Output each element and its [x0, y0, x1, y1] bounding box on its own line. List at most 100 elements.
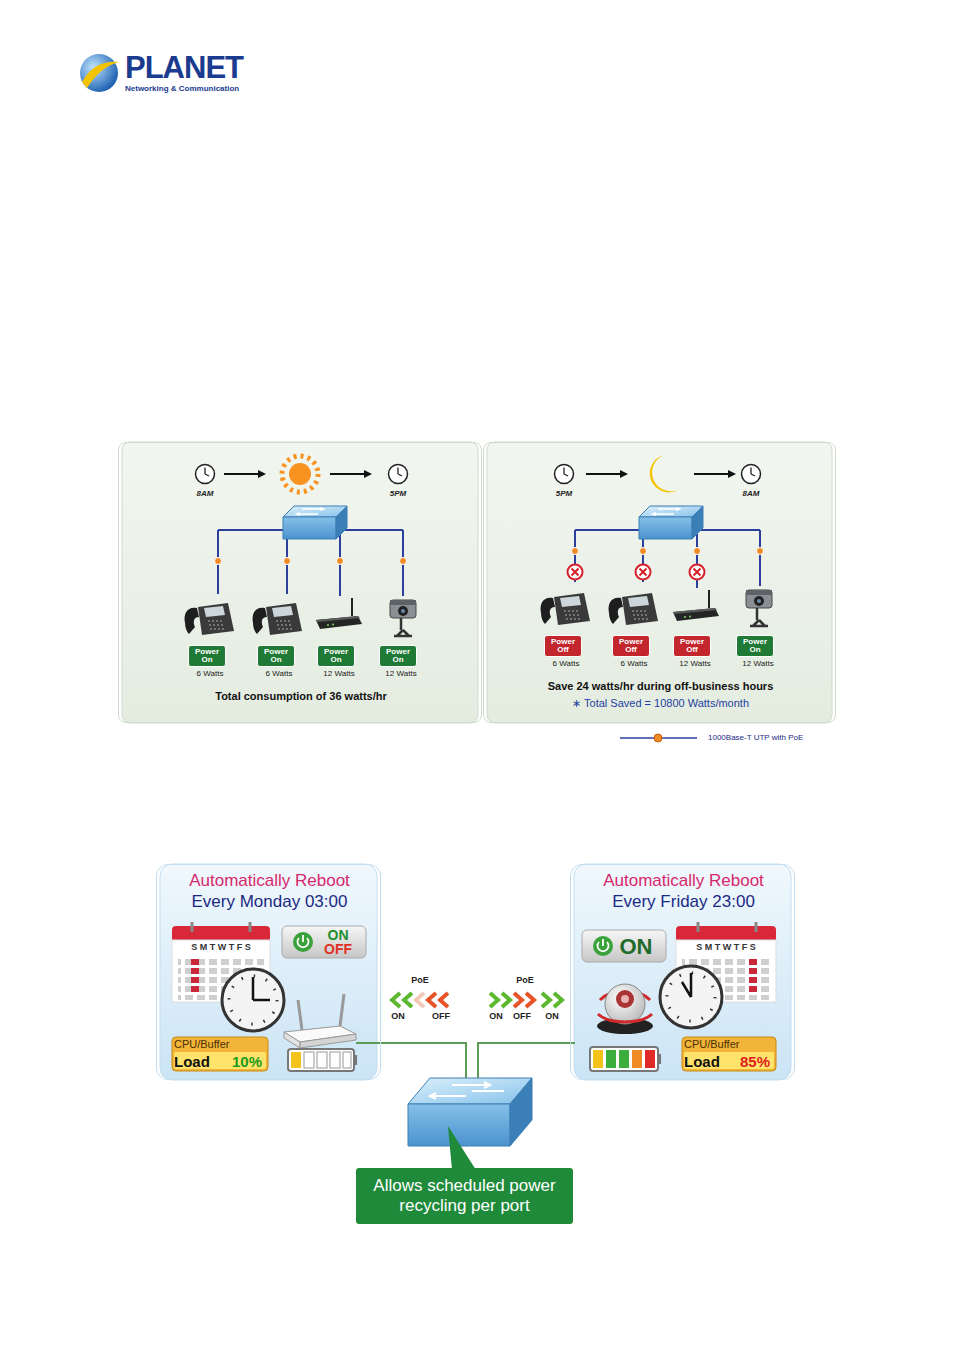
- day-timeline: [196, 465, 215, 484]
- calendar-icon: [191, 986, 199, 992]
- node-text: CPU/Buffer: [174, 1039, 260, 1051]
- speed-dome-camera: [598, 1014, 652, 1022]
- node-text: ON: [611, 935, 661, 958]
- clock-icon: [667, 973, 715, 1021]
- ip-phone-icon: [541, 593, 590, 625]
- day-timeline: [330, 473, 364, 475]
- poe-dot: [337, 558, 344, 565]
- power-button-ground: [293, 932, 313, 952]
- time-label: 8AM: [188, 489, 222, 498]
- ip-phone-icon: [253, 603, 302, 635]
- poe-dot: [572, 548, 579, 555]
- power-button-ground: [598, 939, 609, 951]
- day-timeline: [224, 473, 258, 475]
- node-text: ∗ Total Saved = 10800 Watts/month: [488, 698, 833, 710]
- power-status-badge: Power On: [257, 645, 295, 667]
- battery-gauge: [593, 1050, 603, 1068]
- night-panel: Save 24 watts/hr during off-business hou…: [483, 442, 836, 723]
- poe-chevrons: [392, 993, 400, 1007]
- calendar-icon: [749, 977, 757, 983]
- cpu-badge-ground: [172, 1037, 268, 1071]
- power-button-ground: [298, 935, 309, 947]
- poe-chevrons: [526, 993, 534, 1007]
- battery-gauge: [632, 1050, 642, 1068]
- poe-switch: [408, 1078, 532, 1146]
- poe-dot: [757, 548, 764, 555]
- calendar-icon: [676, 922, 776, 1002]
- poe-chevrons: [554, 993, 562, 1007]
- power-off-mark: [568, 565, 705, 580]
- poe-chevrons: [514, 993, 522, 1007]
- time-label: 5PM: [547, 489, 581, 498]
- router-icon: [316, 598, 362, 629]
- planet-logo-globe: [82, 62, 119, 88]
- poe-dot: [400, 558, 407, 565]
- battery-gauge: [645, 1050, 655, 1068]
- battery-gauge: [619, 1050, 629, 1068]
- node-text: Automatically Reboot: [575, 872, 792, 890]
- power-off-mark: [636, 565, 651, 580]
- battery-gauge: [288, 1047, 661, 1071]
- node-text: 10%: [215, 1054, 262, 1070]
- wattage-label: 12 Watts: [314, 669, 364, 678]
- calendar-icon: [749, 986, 757, 992]
- battery-gauge: [288, 1049, 354, 1071]
- calendar-icon: [191, 977, 199, 983]
- node-text: ON: [315, 928, 361, 943]
- calendar-icon: [749, 959, 757, 965]
- planet-logo-globe: [80, 54, 119, 92]
- cpu-badge-ground: [174, 1052, 266, 1069]
- poe-chevrons: [392, 993, 562, 1007]
- power-button-ground: [593, 936, 613, 956]
- power-status-badge: Power On: [188, 645, 226, 667]
- poe-state-label: ON: [386, 1011, 410, 1021]
- battery-gauge: [330, 1052, 340, 1068]
- wattage-label: 6 Watts: [609, 659, 659, 668]
- camera-icon: [390, 600, 416, 636]
- battery-gauge: [590, 1047, 658, 1071]
- switch-icon: [283, 506, 703, 539]
- switch-icon: [639, 506, 703, 539]
- wattage-label: 12 Watts: [733, 659, 783, 668]
- node-text: Power On: [382, 648, 414, 665]
- night-timeline: [555, 455, 761, 492]
- reboot-box-ground: [160, 864, 791, 1080]
- node-text: OFF: [315, 942, 361, 957]
- node-text: CPU/Buffer: [684, 1039, 768, 1051]
- wireless-router: [300, 1034, 356, 1048]
- node-text: Power Off: [676, 638, 708, 655]
- wattage-label: 12 Watts: [670, 659, 720, 668]
- cpu-load-badge: CPU/BufferLoad10%: [169, 1038, 265, 1072]
- power-button-ground: [282, 926, 666, 962]
- camera-icon: [746, 590, 772, 626]
- node-text: Total consumption of 36 watts/hr: [123, 691, 479, 703]
- poe-chevrons: [490, 993, 498, 1007]
- day-timeline: [364, 470, 372, 478]
- power-status-badge: Power On: [379, 645, 417, 667]
- router-icon: [673, 590, 719, 621]
- poe-state-label: OFF: [429, 1011, 453, 1021]
- clock-icon: [660, 966, 722, 1028]
- node-text: Every Friday 23:00: [575, 893, 792, 911]
- poe-state-label: OFF: [510, 1011, 534, 1021]
- battery-gauge: [658, 1054, 661, 1064]
- battery-gauge: [291, 1052, 301, 1068]
- power-status-badge: Power On: [317, 645, 355, 667]
- night-timeline: [650, 455, 678, 492]
- day-panel-ground: [122, 442, 478, 723]
- calendar-icon: [191, 968, 199, 974]
- node-text: Allows scheduled power recycling per por…: [364, 1176, 565, 1217]
- legend-entry: 1000Base-T UTP with PoE: [708, 733, 803, 742]
- poe-chevrons: [404, 993, 412, 1007]
- wireless-router: [284, 1032, 300, 1048]
- clock-icon: [229, 976, 277, 1024]
- poe-label: PoE: [405, 975, 435, 985]
- wattage-label: 6 Watts: [541, 659, 591, 668]
- power-status-badge: Power Off: [544, 635, 582, 657]
- battery-gauge: [343, 1052, 351, 1068]
- node-text: Save 24 watts/hr during off-business hou…: [488, 681, 833, 693]
- day-timeline: [282, 456, 318, 492]
- cpu-load-badge: CPU/BufferLoad85%: [679, 1038, 773, 1072]
- poe-switch: [430, 1082, 504, 1099]
